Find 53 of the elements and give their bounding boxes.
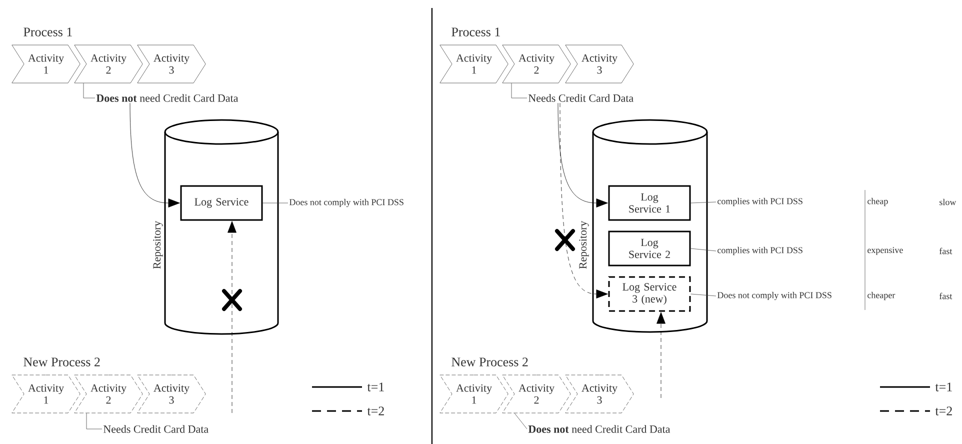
- note-text: Needs Credit Card Data: [528, 94, 634, 102]
- arrow: [656, 312, 666, 398]
- compliance-note: complies with PCI DSS: [718, 198, 802, 206]
- process-title: Process 1: [24, 28, 72, 36]
- repository-label: Repository: [153, 220, 163, 269]
- leader-line: [690, 294, 716, 296]
- legend-label: t=2: [367, 406, 384, 416]
- activity-step: Activity 3: [565, 374, 634, 414]
- service-box: Log Service 3 (new): [608, 276, 691, 312]
- legend-label: t=1: [367, 382, 384, 392]
- leader-line: [511, 83, 528, 98]
- activity-step: Activity 2: [74, 374, 143, 414]
- compliance-note: Does not comply with PCI DSS: [717, 292, 832, 300]
- arrow: [558, 102, 608, 208]
- activity-step: Activity 1: [440, 44, 508, 84]
- process-title: New Process 2: [452, 358, 528, 366]
- process-title: Process 1: [452, 28, 500, 36]
- repository-label: Repository: [579, 220, 589, 269]
- activity-step: Activity 1: [12, 44, 80, 84]
- note-text: Does not need Credit Card Data: [528, 425, 670, 433]
- leader-line: [690, 202, 716, 204]
- service-box: Log Service: [180, 185, 263, 221]
- service-box: Log Service 2: [608, 230, 691, 266]
- compliance-note: complies with PCI DSS: [718, 246, 802, 256]
- legend-label: t=2: [935, 406, 952, 416]
- arrow: [130, 102, 180, 208]
- table-text: slow: [940, 198, 956, 206]
- leader-line: [690, 248, 716, 252]
- activity-step: Activity 3: [137, 44, 206, 84]
- table-text: cheaper: [868, 292, 896, 300]
- activity-step: Activity 3: [137, 374, 206, 414]
- note-text: Does not need Credit Card Data: [96, 94, 238, 102]
- arrow: [560, 102, 608, 298]
- leader-line: [514, 413, 528, 430]
- leader-line: [262, 202, 288, 204]
- process-title: New Process 2: [24, 358, 100, 366]
- note-text: Needs Credit Card Data: [104, 425, 208, 433]
- leader-line: [86, 413, 102, 430]
- table-text: fast: [939, 292, 952, 300]
- table-text: expensive: [868, 247, 903, 255]
- activity-step: Activity 1: [12, 374, 80, 414]
- table-text: cheap: [868, 198, 888, 206]
- activity-step: Activity 1: [440, 374, 508, 414]
- table-text: fast: [939, 248, 952, 254]
- leader-line: [83, 83, 96, 98]
- arrow: [228, 221, 236, 414]
- compliance-note: Does not comply with PCI DSS: [289, 198, 404, 208]
- activity-step: Activity 2: [502, 44, 571, 84]
- service-box: Log Service 1: [608, 185, 691, 221]
- activity-step: Activity 2: [502, 374, 571, 414]
- activity-step: Activity 3: [565, 44, 634, 84]
- legend-label: t=1: [935, 382, 952, 392]
- activity-step: Activity 2: [74, 44, 143, 84]
